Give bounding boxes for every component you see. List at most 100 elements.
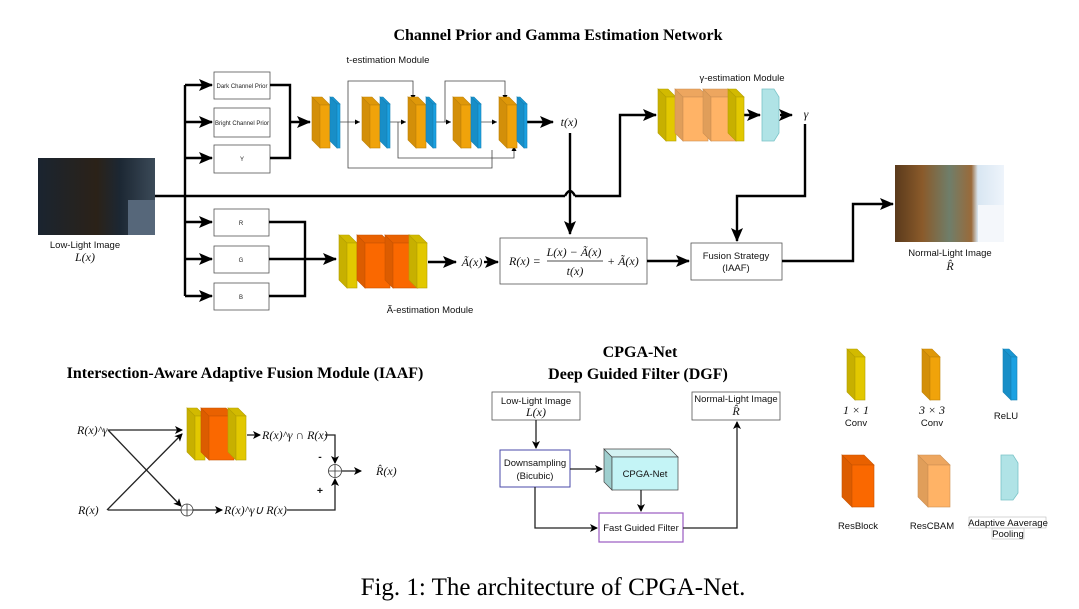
- b-channel-label: B: [239, 295, 243, 301]
- r-channel-box: [213, 208, 270, 237]
- legend-3x3-sub: Conv: [921, 418, 943, 429]
- iaaf-combine-plus-glyph: [328, 464, 342, 478]
- legend-resblock-name: ResBlock: [838, 521, 878, 532]
- dgf-title-1: CPGA-Net: [603, 344, 678, 361]
- legend-pool-sub: Pooling: [992, 529, 1024, 540]
- conv1x1-block-iaaf-out: [227, 407, 247, 461]
- low-light-symbol: L(x): [74, 250, 95, 264]
- dgf-output-label: Normal-Light Image: [694, 394, 777, 405]
- cpga-net-label: CPGA-Net: [623, 469, 668, 480]
- branch-arrows: [185, 79, 213, 302]
- iaaf-minus-sign: -: [318, 451, 322, 463]
- dgf-title-2: Deep Guided Filter (DGF): [548, 366, 728, 383]
- dark-channel-prior-label: Dark Channel Prior: [216, 84, 267, 90]
- t-output-symbol: t(x): [561, 115, 578, 129]
- legend-rescbam-name: ResCBAM: [910, 521, 954, 532]
- g-channel-label: G: [239, 258, 244, 264]
- g-channel-box: [213, 245, 270, 274]
- legend-relu-block: [1002, 348, 1018, 401]
- a-output-symbol: Ã(x): [461, 255, 483, 269]
- downsampling-box: [499, 449, 571, 488]
- fusion-sublabel: (IAAF): [722, 263, 749, 274]
- prior-merge-line: [270, 83, 310, 160]
- relu-block-t3: [425, 96, 437, 149]
- y-channel-box: [213, 144, 271, 174]
- adaptive-pooling-block: [761, 88, 780, 142]
- conv1x1-block-gamma-out: [727, 88, 745, 142]
- iaaf-intersection-label: R(x)^γ ∩ R(x): [261, 428, 328, 442]
- conv3x3-block-t1: [311, 96, 331, 149]
- legend-rescbam-block: [917, 454, 951, 508]
- dgf-arrows: [532, 420, 741, 532]
- conv3x3-block-t4: [452, 96, 472, 149]
- relu-block-t5: [516, 96, 528, 149]
- low-light-image-detail: [128, 200, 155, 235]
- downsampling-label: Downsampling: [504, 458, 566, 469]
- figure-caption: Fig. 1: The architecture of CPGA-Net.: [361, 574, 746, 601]
- relu-block-t4: [470, 96, 482, 149]
- iaaf-intersection-line: [325, 434, 339, 464]
- dgf-input-label: Low-Light Image: [501, 396, 571, 407]
- normal-light-label: Normal-Light Image: [908, 248, 991, 259]
- dgf-input-symbol: L(x): [525, 405, 546, 419]
- dgf-output-symbol: R̂: [731, 404, 740, 418]
- formula-lhs: R(x) =: [508, 254, 541, 268]
- fast-guided-filter-label: Fast Guided Filter: [603, 523, 679, 534]
- iaaf-union-label: R(x)^γ∪ R(x): [223, 503, 287, 517]
- gamma-module-label: γ-estimation Module: [699, 73, 784, 84]
- iaaf-union-line: [287, 478, 339, 511]
- conv1x1-block-a-in: [338, 234, 358, 289]
- cpga-net-block: [603, 448, 679, 491]
- legend-relu-name: ReLU: [994, 411, 1018, 422]
- relu-block-t2: [379, 96, 391, 149]
- fast-guided-filter-box: [598, 512, 684, 543]
- formula-tail: + Ã(x): [607, 254, 639, 268]
- legend-resblock-block: [841, 454, 875, 508]
- iaaf-title: Intersection-Aware Adaptive Fusion Modul…: [67, 365, 424, 382]
- network-blocks: [186, 88, 1018, 508]
- iaaf-input-gamma: R(x)^γ: [76, 423, 108, 437]
- legend-pool-name: Adaptive Aaverage: [968, 518, 1048, 529]
- dgf-input-box: [491, 391, 581, 421]
- bright-channel-prior-label: Bright Channel Prior: [215, 121, 269, 127]
- legend-pool-label-frame-2: [991, 527, 1025, 540]
- a-module-label: Ã-estimation Module: [387, 305, 474, 316]
- gamma-to-fusion-line: [731, 124, 807, 242]
- normal-light-symbol: R̂: [945, 259, 954, 273]
- normal-light-image-detail: [978, 205, 1004, 242]
- bicubic-label: (Bicubic): [517, 471, 554, 482]
- legend-3x3-conv-block: [921, 348, 941, 401]
- iaaf-union-plus-glyph: [181, 504, 193, 516]
- iaaf-input: R(x): [77, 503, 99, 517]
- iaaf-cross-lines: [106, 426, 183, 511]
- conv1x1-block-gamma-in: [657, 88, 677, 142]
- y-channel-label: Y: [240, 157, 244, 163]
- dark-channel-prior-box: [213, 71, 271, 100]
- conv3x3-block-t3: [407, 96, 427, 149]
- conv3x3-block-t2: [361, 96, 381, 149]
- legend-1x1-sub: Conv: [845, 418, 867, 429]
- dgf-output-box: [691, 391, 781, 421]
- iaaf-plus-sign: +: [317, 485, 323, 497]
- fusion-output-arrow: [782, 198, 894, 263]
- legend-1x1-conv-block: [846, 348, 866, 401]
- rgb-merge-line: [269, 220, 336, 298]
- top-title: Channel Prior and Gamma Estimation Netwo…: [393, 27, 722, 44]
- formula-denominator: t(x): [567, 264, 584, 278]
- formula-numerator: L(x) − Ã(x): [546, 245, 602, 259]
- fusion-strategy-box: [690, 242, 783, 281]
- legend-1x1-name: 1 × 1: [843, 403, 869, 417]
- main-input-line: [155, 115, 656, 198]
- legend-3x3-name: 3 × 3: [918, 403, 945, 417]
- fusion-label: Fusion Strategy: [703, 251, 770, 262]
- t-module-skip-connections: [340, 80, 517, 169]
- r-channel-label: R: [239, 221, 244, 227]
- iaaf-output: R̂(x): [375, 464, 397, 478]
- relu-block-t1: [329, 96, 341, 149]
- bright-channel-prior-box: [213, 107, 271, 138]
- t-module-label: t-estimation Module: [347, 55, 430, 66]
- legend-pool-block: [1000, 454, 1019, 501]
- low-light-label: Low-Light Image: [50, 240, 120, 251]
- conv1x1-block-a-out: [408, 234, 428, 289]
